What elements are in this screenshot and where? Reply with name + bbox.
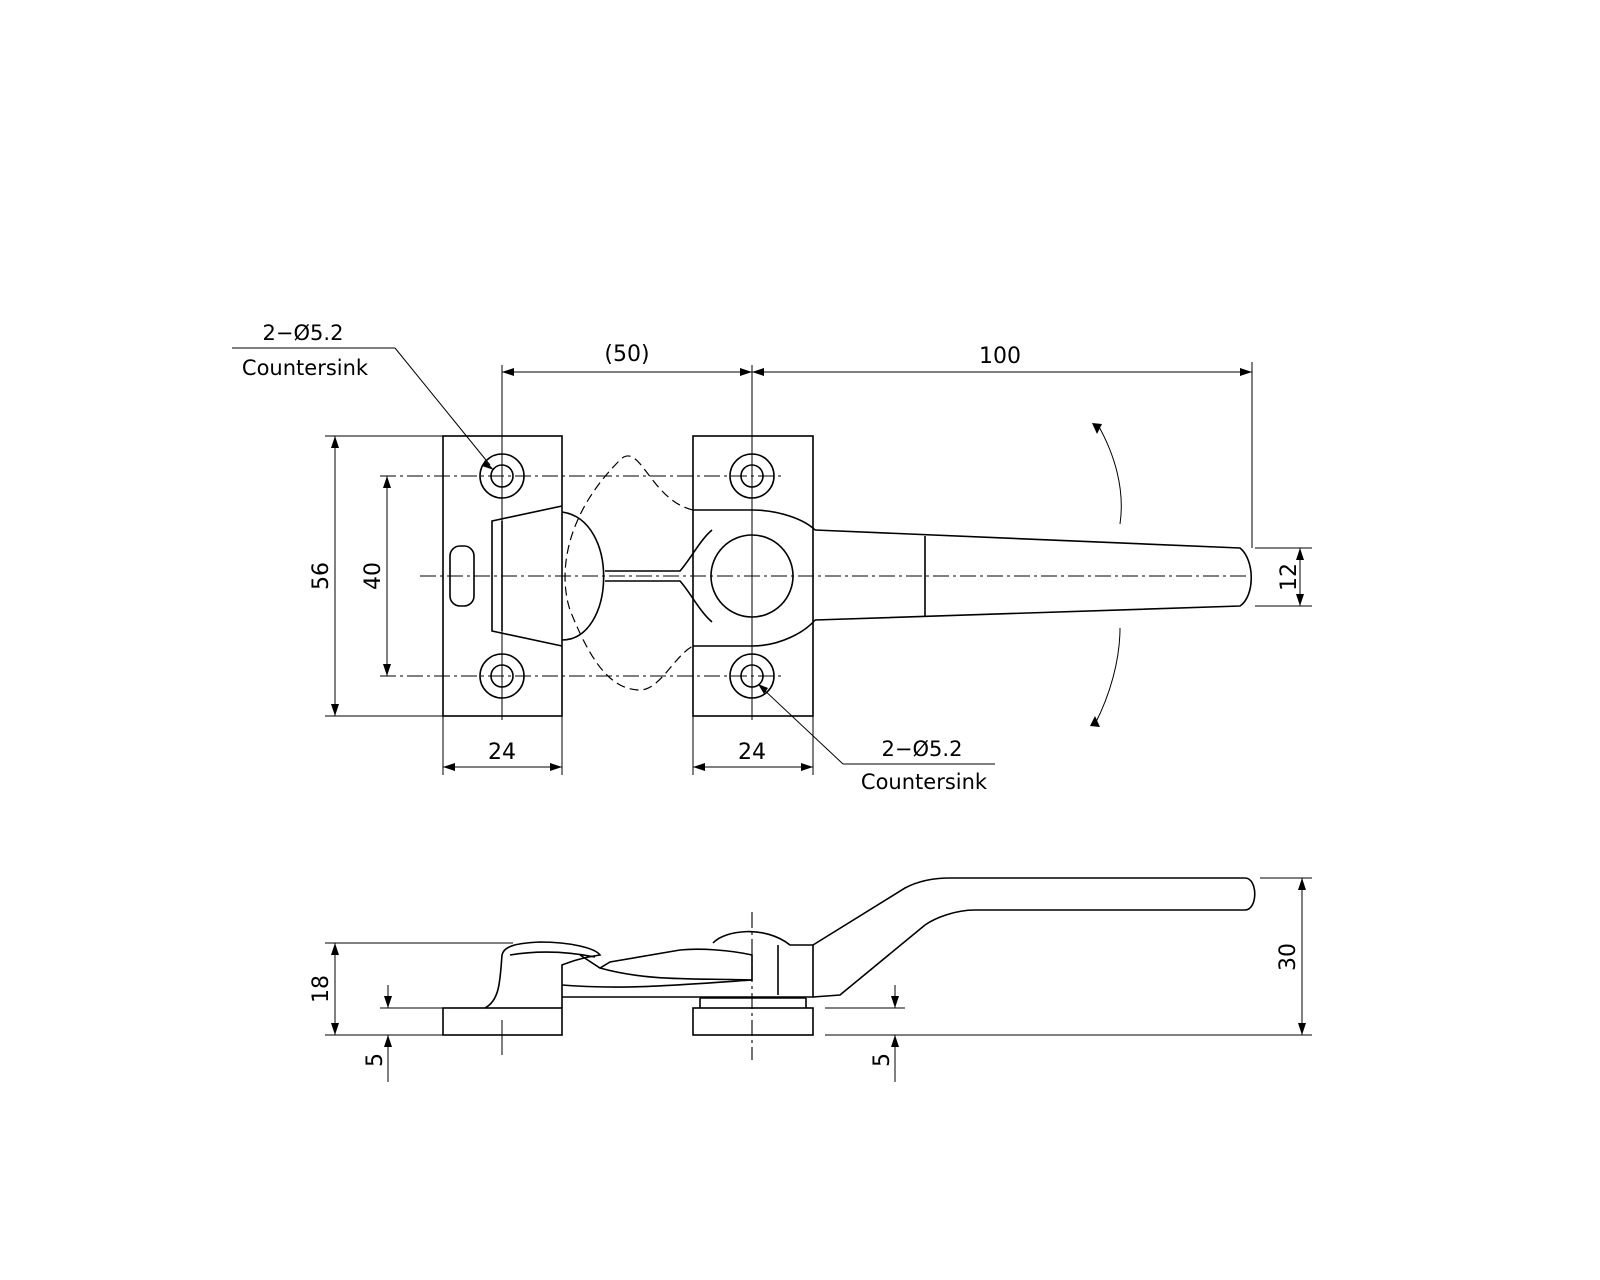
dim-18: 18 (309, 975, 334, 1003)
swing-arrows (1090, 423, 1122, 727)
dim-span-ref: (50) (604, 342, 649, 367)
dim-base-right: 24 (692, 716, 814, 775)
dim-side-5-left: 5 (363, 985, 443, 1082)
side-link (579, 948, 753, 981)
callout-right-line2: Countersink (861, 770, 988, 794)
callout-right: 2−Ø5.2 Countersink (758, 684, 995, 794)
side-lever (562, 930, 814, 998)
dim-5-right: 5 (870, 1053, 895, 1067)
dim-side-30: 30 (1260, 877, 1312, 1035)
dim-40: 40 (361, 562, 386, 590)
hidden-cam-outline (564, 455, 694, 691)
dim-side-18: 18 (309, 942, 513, 1036)
side-keeper (484, 941, 602, 1009)
callout-left-line1: 2−Ø5.2 (263, 321, 344, 345)
dim-base-left: 24 (442, 716, 563, 775)
callout-left-line2: Countersink (242, 356, 369, 380)
top-view: (50) 100 56 40 24 (232, 321, 1312, 794)
dim-5-left: 5 (363, 1053, 388, 1067)
dim-height-holes: 40 (361, 476, 391, 676)
dim-24-left: 24 (488, 740, 516, 765)
side-right-plate (692, 1007, 814, 1036)
dim-12: 12 (1277, 563, 1302, 591)
dim-side-5-right: 5 (825, 985, 1312, 1082)
dim-24-right: 24 (738, 740, 766, 765)
dim-30: 30 (1276, 943, 1301, 971)
lever-top (605, 509, 1252, 647)
dim-lever-tip: 12 (1255, 547, 1312, 607)
callout-left: 2−Ø5.2 Countersink (232, 321, 494, 470)
side-view: 18 5 5 30 (309, 877, 1312, 1082)
dim-56: 56 (309, 562, 334, 590)
callout-right-line1: 2−Ø5.2 (882, 737, 963, 761)
dim-top-horizontal: (50) 100 (502, 342, 1253, 548)
dim-height-outer: 56 (309, 435, 443, 717)
dim-lever-length: 100 (979, 344, 1021, 369)
center-lines (380, 365, 1250, 720)
